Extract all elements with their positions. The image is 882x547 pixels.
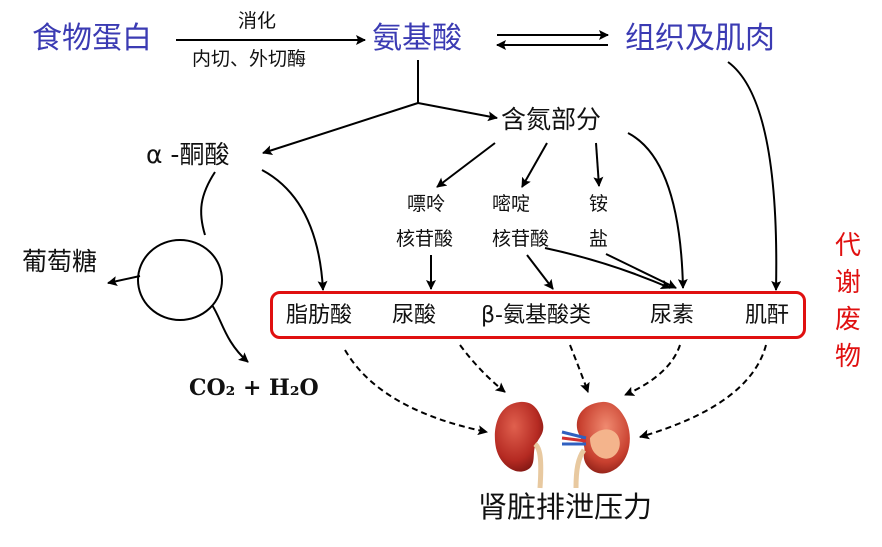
creatinine-to-kidney-arrow: [639, 344, 767, 440]
beta-to-kidney-arrow: [569, 344, 590, 393]
tca-cycle: [137, 239, 223, 321]
pyrimidine-label: 嘧啶: [492, 193, 531, 215]
food-protein-label: 食物蛋白: [32, 21, 152, 56]
pyrimidine-nucleotide-label: 核苷酸: [492, 228, 550, 250]
uric-to-kidney-arrow: [459, 344, 506, 393]
amino-acid-label: 氨基酸: [372, 21, 462, 56]
urea-to-kidney-arrow: [624, 344, 681, 396]
glucose-label: 葡萄糖: [22, 247, 98, 276]
waste-uric-acid: 尿酸: [392, 303, 437, 328]
right-kidney-cross-section: [561, 401, 630, 489]
kidney-illustration: [494, 401, 630, 489]
to-purine-arrow: [436, 142, 496, 188]
digestion-label: 消化: [238, 10, 277, 32]
left-kidney: [494, 401, 544, 489]
tissue-to-creatinine-arrow: [727, 61, 782, 291]
tissue-muscle-label: 组织及肌肉: [625, 21, 775, 56]
purine-label: 嘌呤: [407, 193, 446, 215]
to-ammonium-arrow: [593, 142, 604, 187]
waste-creatinine: 肌酐: [745, 303, 790, 328]
keto-to-fatty-arrow: [261, 169, 328, 291]
to-keto-arrow: [262, 102, 419, 155]
to-nitrogen-arrow: [417, 102, 498, 122]
metabolic-waste-label: 代谢废物: [834, 231, 861, 372]
co2-h2o-label: CO₂ + H₂O: [189, 375, 319, 401]
cycle-to-co2-arrow: [211, 304, 249, 363]
ammonium-to-urea-arrow: [605, 253, 677, 289]
nitrogen-part-label: 含氮部分: [501, 105, 602, 134]
alpha-keto-acid-label: α -酮酸: [146, 140, 230, 169]
ammonium-label: 铵: [589, 193, 609, 215]
kidney-pressure-label: 肾脏排泄压力: [478, 490, 653, 524]
pyrimidine-to-beta-arrow: [526, 254, 554, 290]
to-pyrimidine-arrow: [521, 142, 548, 188]
cycle-to-glucose-arrow: [107, 275, 141, 286]
enzyme-label: 内切、外切酶: [192, 48, 307, 70]
keto-to-cycle-line: [200, 171, 216, 236]
fatty-to-kidney-arrow: [344, 349, 488, 436]
waste-beta-amino-acids: β-氨基酸类: [481, 303, 591, 328]
waste-urea: 尿素: [650, 303, 695, 328]
metabolic-waste-box: [270, 291, 806, 339]
waste-fatty-acid: 脂肪酸: [286, 303, 353, 328]
salt-label: 盐: [589, 228, 609, 250]
nitrogen-to-urea-arrow: [627, 132, 688, 289]
pyrimidine-to-urea-arrow: [544, 247, 671, 290]
purine-nucleotide-label: 核苷酸: [396, 228, 454, 250]
